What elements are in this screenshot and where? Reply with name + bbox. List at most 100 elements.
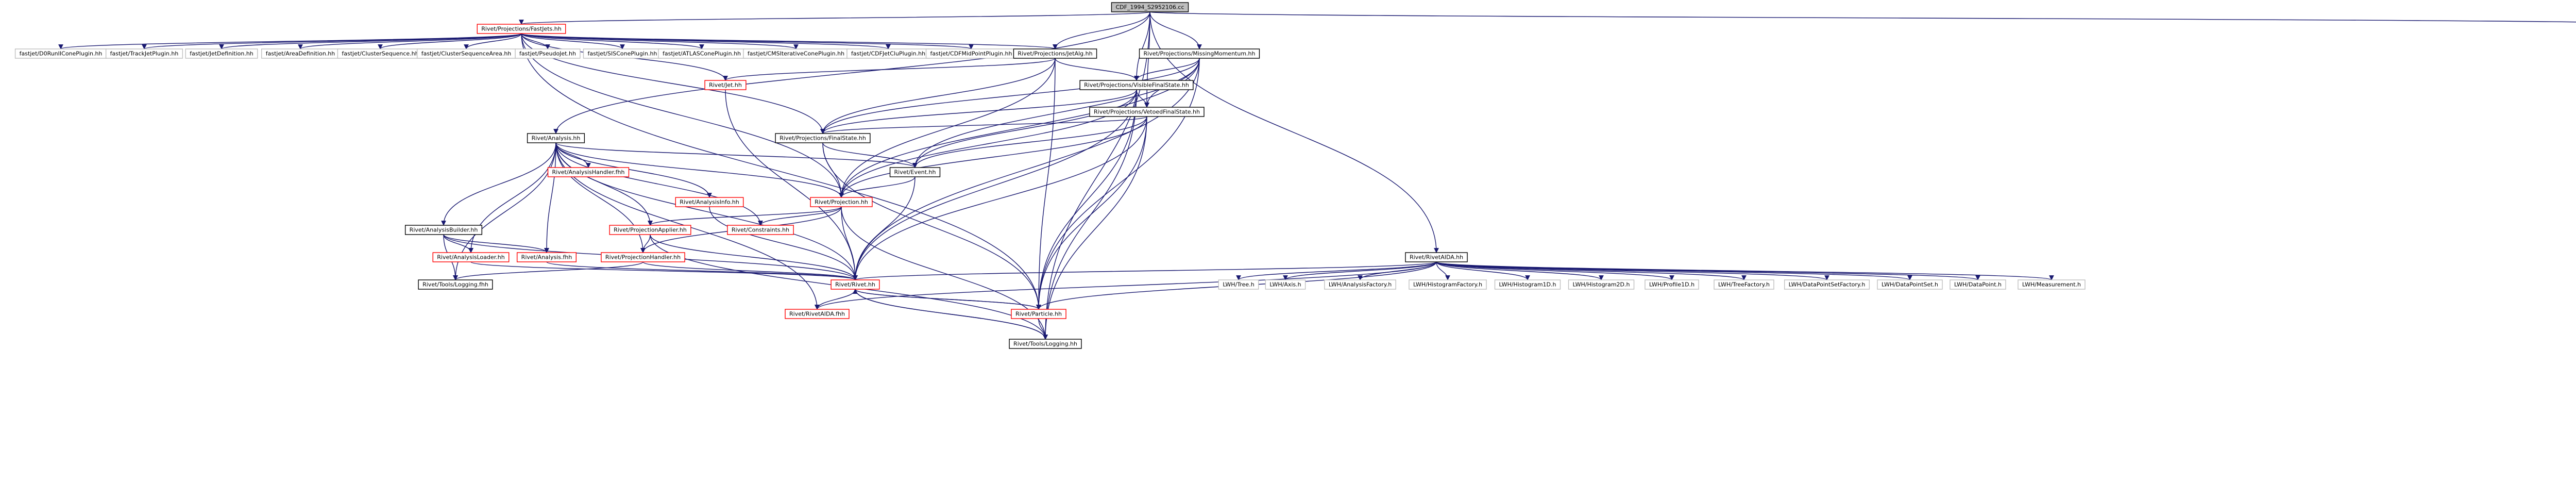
- graph-node-analysisbuilder[interactable]: Rivet/AnalysisBuilder.hh: [404, 225, 483, 235]
- node-box: [527, 133, 585, 143]
- edge-rivetaidahh-to-lwhhisto1d: [1436, 261, 1530, 280]
- edge-fastjets-to-atlascone: [521, 33, 704, 49]
- edge-root-to-histoio: [1149, 11, 2576, 23]
- edge-fastjets-to-cdfmidpoint: [521, 33, 974, 49]
- graph-node-lwhmeasurement: LWH/Measurement.h: [2018, 279, 2086, 290]
- edge-analysisbuilder-to-analysisloader: [443, 234, 473, 253]
- node-box: [432, 252, 510, 262]
- edge-root-to-jetalg: [1053, 11, 1150, 49]
- node-box: [547, 167, 630, 177]
- graph-node-analysisfhh[interactable]: Rivet/Analysis.fhh: [516, 252, 577, 262]
- node-box: [727, 225, 794, 235]
- edge-root-to-missingmom: [1149, 11, 1202, 49]
- edge-analysis-to-analysisfhh: [544, 142, 556, 253]
- edge-visiblefs-to-finalstate: [820, 89, 1137, 134]
- node-box: [704, 80, 747, 90]
- node-box: [1111, 2, 1189, 12]
- graph-node-projection[interactable]: Rivet/Projection.hh: [810, 197, 873, 207]
- node-box: [1079, 80, 1194, 90]
- graph-node-projapplier[interactable]: Rivet/ProjectionApplier.hh: [609, 225, 691, 235]
- edge-fastjets-to-jetalg: [521, 33, 1058, 49]
- nodes-layer: CDF_1994_S2952106.ccRivet/Projections/Fa…: [14, 2, 2086, 349]
- node-box: [601, 252, 685, 262]
- node-label: Rivet/AnalysisLoader.hh: [437, 254, 504, 261]
- graph-node-vetoedfs[interactable]: Rivet/Projections/VetoedFinalState.hh: [1089, 107, 1205, 117]
- graph-node-atlascone: fastjet/ATLASConePlugin.hh: [658, 48, 745, 59]
- edge-jetalg-to-visiblefs: [1055, 58, 1139, 81]
- graph-node-toolsloghh[interactable]: Rivet/Tools/Logging.hh: [1009, 339, 1082, 349]
- edge-analysis-to-rivethh: [555, 142, 858, 280]
- graph-node-visiblefs[interactable]: Rivet/Projections/VisibleFinalState.hh: [1079, 80, 1194, 90]
- edge-projection-to-projapplier: [648, 206, 842, 226]
- node-box: [889, 167, 941, 177]
- graph-node-clusterseq: fastjet/ClusterSequence.hh: [337, 48, 423, 59]
- graph-node-particle[interactable]: Rivet/Particle.hh: [1011, 309, 1066, 319]
- edge-analysisfhh-to-rivethh: [546, 261, 858, 280]
- graph-node-analysisinfo[interactable]: Rivet/AnalysisInfo.hh: [675, 197, 744, 207]
- edge-event-to-rivethh: [853, 176, 916, 280]
- node-label: fastjet/CDFMidPointPlugin.hh: [930, 51, 1012, 57]
- graph-node-finalstate[interactable]: Rivet/Projections/FinalState.hh: [775, 133, 871, 143]
- node-label: fastjet/SISConePlugin.hh: [588, 51, 657, 57]
- graph-node-fastjets[interactable]: Rivet/Projections/FastJets.hh: [477, 24, 566, 34]
- edge-finalstate-to-event: [822, 142, 918, 168]
- graph-node-root[interactable]: CDF_1994_S2952106.cc: [1111, 2, 1189, 12]
- node-box: [1011, 309, 1066, 319]
- edge-analysisloader-to-rivethh: [470, 261, 858, 280]
- node-label: LWH/Histogram2D.h: [1573, 281, 1630, 288]
- edge-finalstate-to-particle: [822, 142, 1041, 310]
- edge-rivetaidahh-to-lwhtreefactory: [1436, 261, 1747, 280]
- edge-root-to-analysis: [553, 11, 1150, 134]
- node-label: Rivet/Tools/Logging.fhh: [422, 281, 488, 288]
- graph-node-analysishandler[interactable]: Rivet/AnalysisHandler.fhh: [547, 167, 630, 177]
- node-label: Rivet/Tools/Logging.hh: [1013, 341, 1077, 347]
- graph-node-analysis[interactable]: Rivet/Analysis.hh: [527, 133, 585, 143]
- graph-node-lwhdps: LWH/DataPointSet.h: [1877, 279, 1943, 290]
- graph-node-lwhhisto1d: LWH/Histogram1D.h: [1494, 279, 1561, 290]
- node-label: LWH/AnalysisFactory.h: [1329, 281, 1392, 288]
- graph-node-projhandler[interactable]: Rivet/ProjectionHandler.hh: [601, 252, 685, 262]
- edge-analysis-to-projection: [555, 142, 844, 198]
- edge-rivetaidahh-to-lwhdps: [1436, 261, 1912, 280]
- node-label: fastjet/JetDefinition.hh: [190, 51, 253, 57]
- graph-node-rivethh[interactable]: Rivet/Rivet.hh: [831, 279, 880, 290]
- graph-node-jethh[interactable]: Rivet/Jet.hh: [704, 80, 747, 90]
- edge-jetalg-to-finalstate: [820, 58, 1056, 134]
- edge-missingmom-to-finalstate: [820, 58, 1200, 134]
- node-box: [185, 48, 258, 59]
- node-box: [1714, 279, 1774, 290]
- node-box: [609, 225, 691, 235]
- node-label: Rivet/AnalysisInfo.hh: [680, 199, 739, 206]
- graph-node-rivetaidafhh[interactable]: Rivet/RivetAIDA.fhh: [785, 309, 850, 319]
- graph-node-event[interactable]: Rivet/Event.hh: [889, 167, 941, 177]
- node-label: fastjet/ATLASConePlugin.hh: [663, 51, 741, 57]
- edge-missingmom-to-particle: [1036, 58, 1200, 310]
- graph-node-rivetaidahh[interactable]: Rivet/RivetAIDA.hh: [1405, 252, 1468, 262]
- node-box: [404, 225, 483, 235]
- edge-analysis-to-analysisloader: [468, 142, 556, 253]
- graph-node-trackjet: fastjet/TrackJetPlugin.hh: [105, 48, 183, 59]
- node-box: [1494, 279, 1561, 290]
- node-box: [1218, 279, 1259, 290]
- edge-rivetaidahh-to-lwhprofile1d: [1436, 261, 1674, 280]
- node-label: Rivet/Projections/FinalState.hh: [779, 135, 866, 142]
- node-label: LWH/Measurement.h: [2022, 281, 2081, 288]
- edge-rivethh-to-rivetaidafhh: [815, 289, 856, 310]
- graph-node-jetalg[interactable]: Rivet/Projections/JetAlg.hh: [1013, 48, 1097, 59]
- node-label: fastjet/AreaDefinition.hh: [266, 51, 335, 57]
- graph-node-constraints[interactable]: Rivet/Constraints.hh: [727, 225, 794, 235]
- node-label: Rivet/RivetAIDA.fhh: [789, 311, 845, 318]
- edge-vetoedfs-to-rivethh: [853, 116, 1147, 280]
- node-label: LWH/Histogram1D.h: [1499, 281, 1556, 288]
- graph-node-missingmom[interactable]: Rivet/Projections/MissingMomentum.hh: [1139, 48, 1260, 59]
- graph-node-toolslogfhh[interactable]: Rivet/Tools/Logging.fhh: [418, 279, 493, 290]
- node-label: fastjet/PseudoJet.hh: [519, 51, 576, 57]
- node-box: [1089, 107, 1205, 117]
- edge-missingmom-to-visiblefs: [1134, 58, 1200, 81]
- edge-vetoedfs-to-particle: [1036, 116, 1147, 310]
- node-label: fastjet/D0RunIIConePlugin.hh: [20, 51, 103, 57]
- graph-node-analysisloader[interactable]: Rivet/AnalysisLoader.hh: [432, 252, 510, 262]
- node-label: Rivet/Analysis.fhh: [521, 254, 572, 261]
- node-label: fastjet/TrackJetPlugin.hh: [110, 51, 179, 57]
